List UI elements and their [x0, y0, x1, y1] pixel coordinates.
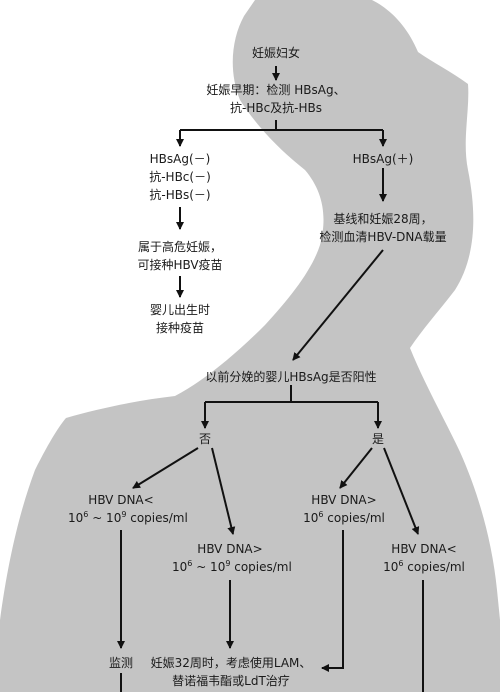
no-low-base: 10 [68, 511, 84, 525]
node-no-text: 否 [198, 432, 211, 446]
node-yes: 是 [368, 430, 388, 448]
yes-low-unit: copies/ml [403, 560, 465, 574]
yes-high-base: 10 [303, 511, 319, 525]
node-neg-line1: HBsAg(－) [149, 152, 211, 166]
no-low-exp2: 9 [121, 510, 127, 519]
node-neg-line3: 抗-HBs(－) [149, 188, 211, 202]
node-no-dna-low: HBV DNA< 106 ~ 109 copies/ml [68, 491, 188, 527]
no-low-unit: copies/ml [126, 511, 188, 525]
no-low-exp1: 6 [83, 510, 89, 519]
node-no-high-line1: HBV DNA> [197, 542, 263, 556]
node-early-line1: 妊娠早期：检测 HBsAg、 [206, 83, 346, 97]
node-start: 妊娠妇女 [236, 44, 316, 62]
node-treatment: 妊娠32周时，考虑使用LAM、 替诺福韦酯或LdT治疗 [142, 654, 320, 690]
node-baseline-test: 基线和妊娠28周， 检测血清HBV-DNA载量 [303, 210, 463, 246]
no-high-base: 10 [172, 560, 188, 574]
node-no-low-line1: HBV DNA< [88, 493, 154, 507]
node-baseline-line2: 检测血清HBV-DNA载量 [319, 230, 447, 244]
node-positive: HBsAg(＋) [343, 150, 423, 168]
node-start-text: 妊娠妇女 [251, 46, 300, 60]
node-infant-line2: 接种疫苗 [155, 321, 204, 335]
node-yes-text: 是 [371, 432, 384, 446]
node-highrisk-line2: 可接种HBV疫苗 [137, 258, 223, 272]
yes-low-base: 10 [383, 560, 399, 574]
arrow-yes-high-to-treat [321, 530, 344, 672]
node-early-line2: 抗-HBc及抗-HBs [229, 101, 323, 115]
node-treat-line1: 妊娠32周时，考虑使用LAM、 [150, 656, 312, 670]
node-question-text: 以前分娩的婴儿HBsAg是否阳性 [205, 370, 377, 384]
node-yes-low-line1: HBV DNA< [391, 542, 457, 556]
node-infant-line1: 婴儿出生时 [149, 303, 210, 317]
arrow-no-to-low [132, 447, 199, 489]
arrow-baseline-to-question [292, 249, 384, 361]
no-high-exp2: 9 [225, 559, 231, 568]
connectors [117, 66, 424, 692]
node-monitor-text: 监测 [108, 656, 133, 670]
node-neg-line2: 抗-HBc(－) [149, 170, 211, 184]
node-pos-text: HBsAg(＋) [352, 152, 414, 166]
no-high-unit: copies/ml [230, 560, 292, 574]
arrow-yes-to-low [383, 447, 420, 535]
yes-high-exp: 6 [318, 510, 324, 519]
no-low-mid: ~ 10 [88, 511, 122, 525]
node-baseline-line1: 基线和妊娠28周， [333, 212, 433, 226]
node-early-test: 妊娠早期：检测 HBsAg、 抗-HBc及抗-HBs [196, 81, 356, 117]
node-yes-dna-high: HBV DNA> 106 copies/ml [298, 491, 390, 527]
node-yes-dna-low: HBV DNA< 106 copies/ml [376, 540, 472, 576]
no-high-exp1: 6 [187, 559, 193, 568]
node-question: 以前分娩的婴儿HBsAg是否阳性 [186, 368, 396, 386]
node-high-risk: 属于高危妊娠， 可接种HBV疫苗 [120, 238, 240, 274]
yes-high-unit: copies/ml [323, 511, 385, 525]
no-high-mid: ~ 10 [192, 560, 226, 574]
node-monitor: 监测 [101, 654, 141, 672]
node-highrisk-line1: 属于高危妊娠， [137, 240, 222, 254]
node-no-low-line2: 106 ~ 109 copies/ml [68, 509, 188, 527]
node-no: 否 [195, 430, 215, 448]
node-no-dna-high: HBV DNA> 106 ~ 109 copies/ml [172, 540, 292, 576]
node-infant-vaccine: 婴儿出生时 接种疫苗 [130, 301, 230, 337]
node-treat-line2: 替诺福韦酯或LdT治疗 [172, 674, 290, 688]
yes-low-exp: 6 [398, 559, 404, 568]
node-no-high-line2: 106 ~ 109 copies/ml [172, 558, 292, 576]
node-yes-high-line2: 106 copies/ml [298, 509, 390, 527]
node-yes-low-line2: 106 copies/ml [376, 558, 472, 576]
arrow-no-to-high [211, 447, 236, 535]
node-negative: HBsAg(－) 抗-HBc(－) 抗-HBs(－) [140, 150, 220, 204]
node-yes-high-line1: HBV DNA> [311, 493, 377, 507]
arrow-yes-to-high [339, 447, 373, 489]
